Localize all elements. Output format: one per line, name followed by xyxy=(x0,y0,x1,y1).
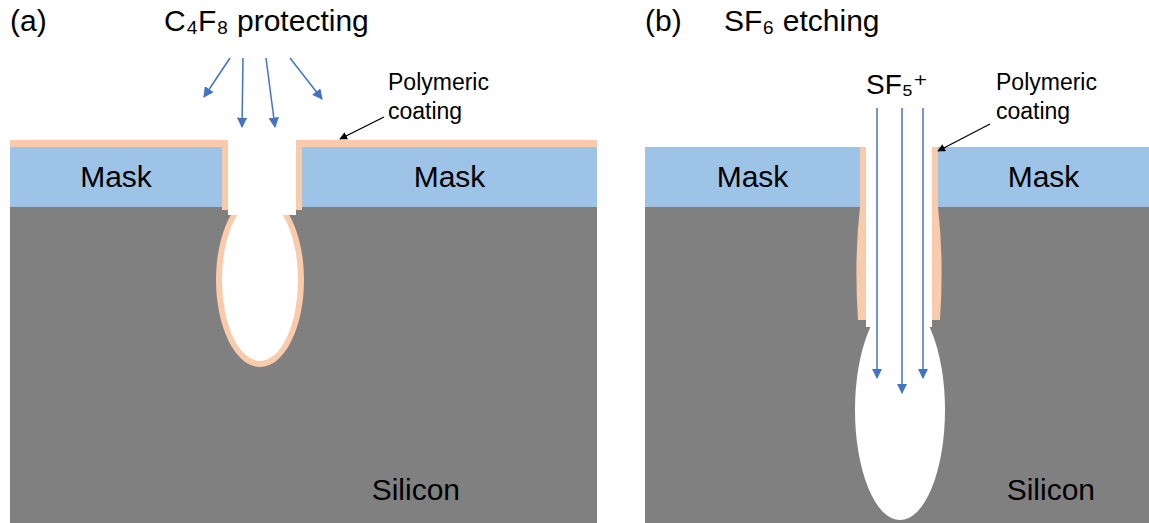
label-box: (a) xyxy=(10,4,47,38)
annotation-label: (b) xyxy=(645,4,682,38)
silicon-substrate: Silicon xyxy=(10,207,597,523)
annotation-label: Polymeric coating xyxy=(388,68,520,126)
annotation-label: SF₅⁺ xyxy=(866,68,928,101)
label-box: Polymeric coating xyxy=(996,68,1128,126)
node-label: Silicon xyxy=(1007,473,1095,507)
mask-layer: Mask xyxy=(10,147,222,207)
panel-a xyxy=(10,58,597,523)
label-box: C₄F₈ protecting xyxy=(164,4,369,38)
label-box: (b) xyxy=(645,4,682,38)
node-label: Mask xyxy=(414,160,486,194)
silicon-substrate: Silicon xyxy=(645,207,1149,523)
annotation-label: (a) xyxy=(10,4,47,38)
label-box: Polymeric coating xyxy=(388,68,520,126)
annotation-label: C₄F₈ protecting xyxy=(164,4,369,38)
node-label: Mask xyxy=(1008,160,1080,194)
label-box: SF₅⁺ xyxy=(866,68,928,101)
node-label: Silicon xyxy=(372,473,460,507)
node-label: Mask xyxy=(80,160,152,194)
annotation-label: Polymeric coating xyxy=(996,68,1128,126)
annotation-label: SF₆ etching xyxy=(724,4,880,38)
node-label: Mask xyxy=(717,160,789,194)
panel-b xyxy=(645,108,1149,523)
label-box: SF₆ etching xyxy=(724,4,880,38)
mask-layer: Mask xyxy=(302,147,597,207)
mask-layer: Mask xyxy=(938,147,1149,207)
mask-layer: Mask xyxy=(645,147,860,207)
